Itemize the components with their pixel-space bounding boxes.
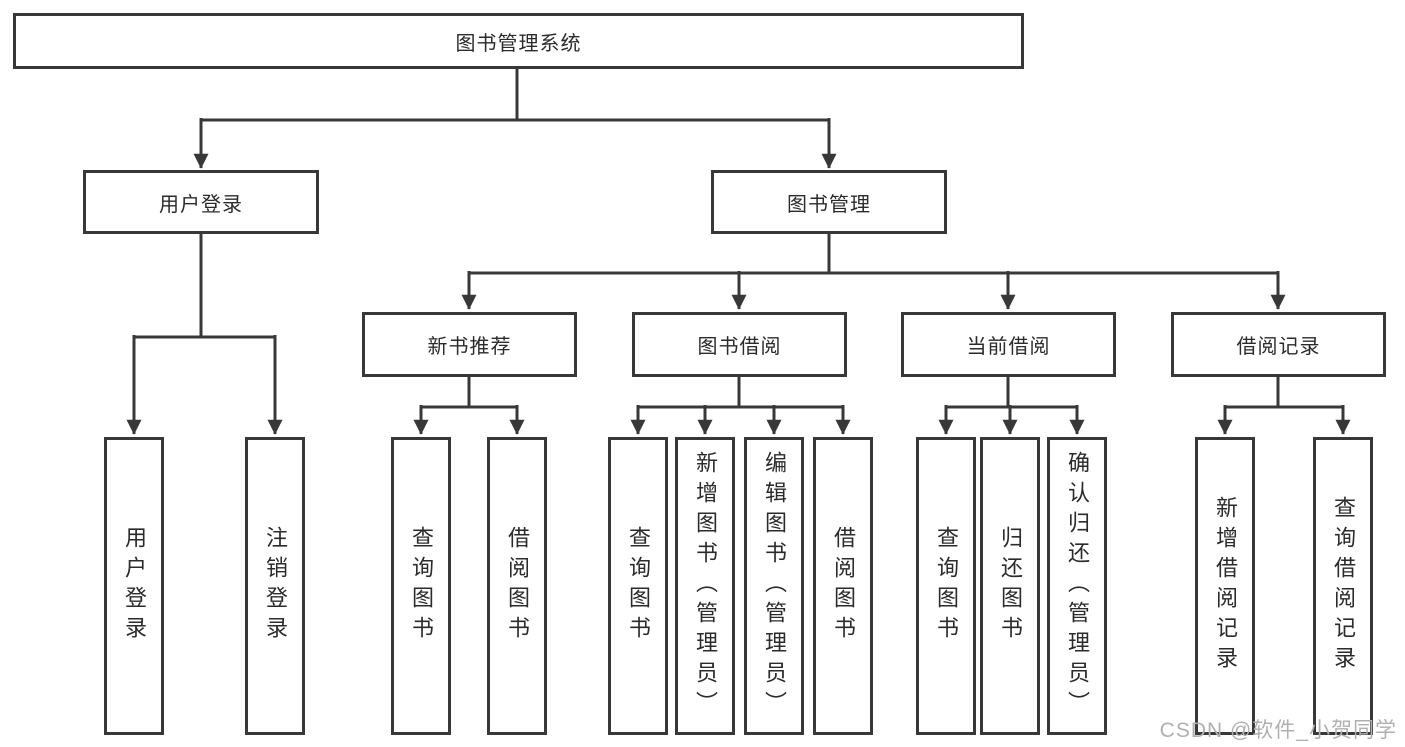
- leaf-return-book: 归还图书: [980, 437, 1040, 735]
- leaf-user-login: 用户登录: [104, 437, 164, 735]
- leaf-logout: 注销登录: [245, 437, 305, 735]
- leaf-borrow-books: 借阅图书: [813, 437, 873, 735]
- leaf-query-books-borrow: 查询图书: [608, 437, 668, 735]
- leaf-borrow-books-recommend: 借阅图书: [487, 437, 547, 735]
- node-library-system: 图书管理系统: [13, 13, 1024, 69]
- csdn-watermark: CSDN @软件_小贺同学: [1159, 719, 1397, 742]
- node-user-login: 用户登录: [83, 170, 319, 234]
- leaf-confirm-return-admin: 确认归还（管理员）: [1047, 437, 1107, 735]
- leaf-add-book-admin: 新增图书（管理员）: [675, 437, 735, 735]
- leaf-query-books-recommend: 查询图书: [391, 437, 451, 735]
- node-borrow-records: 借阅记录: [1171, 312, 1386, 377]
- leaf-add-borrow-record: 新增借阅记录: [1195, 437, 1255, 735]
- node-new-book-recommend: 新书推荐: [362, 312, 577, 377]
- node-book-borrowing: 图书借阅: [632, 312, 847, 377]
- leaf-query-borrow-record: 查询借阅记录: [1313, 437, 1373, 735]
- leaf-query-books-current: 查询图书: [916, 437, 976, 735]
- connector-group: [126, 69, 1351, 435]
- node-current-borrowing: 当前借阅: [901, 312, 1116, 377]
- leaf-edit-book-admin: 编辑图书（管理员）: [744, 437, 804, 735]
- node-book-management: 图书管理: [711, 170, 947, 234]
